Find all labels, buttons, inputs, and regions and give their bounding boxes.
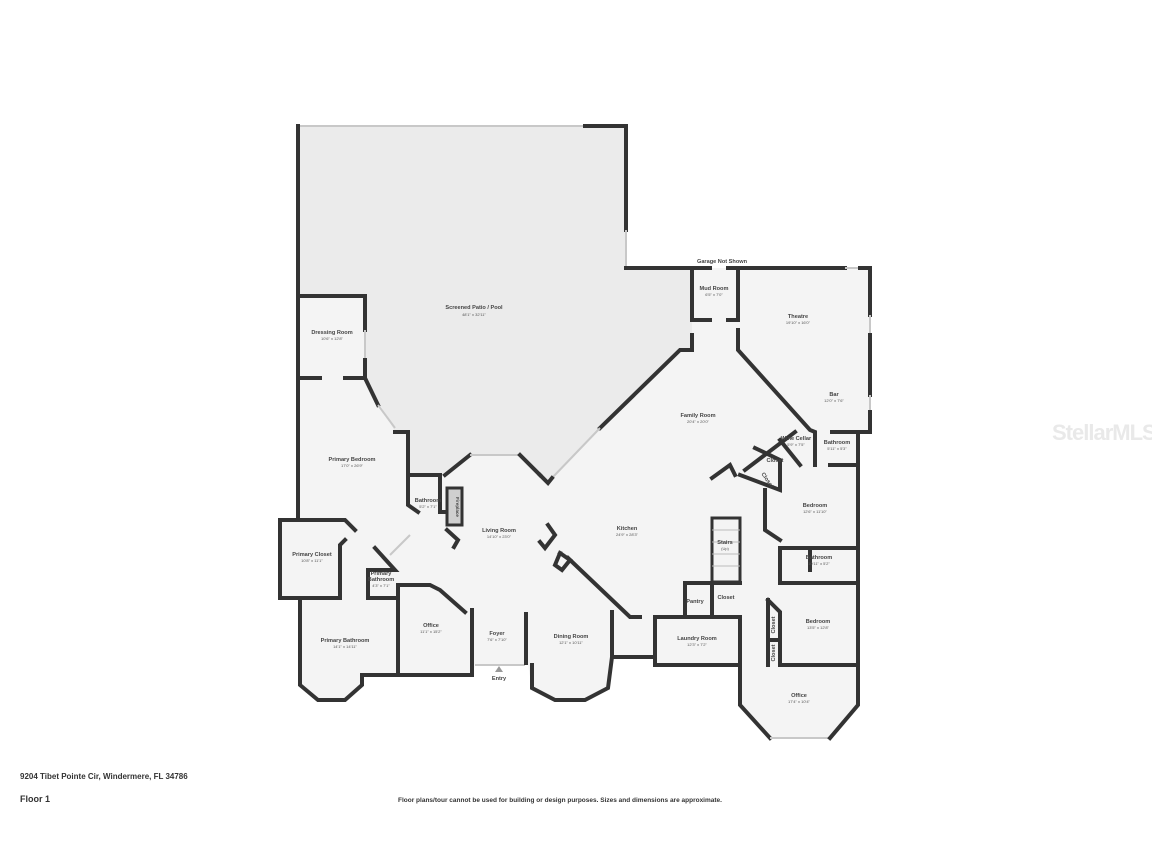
room-dims: 24'9" x 28'3" bbox=[616, 532, 639, 537]
room-dims: 20'4" x 20'0" bbox=[687, 419, 710, 424]
room-name: Bathroom bbox=[368, 577, 394, 583]
disclaimer: Floor plans/tour cannot be used for buil… bbox=[398, 797, 722, 804]
room-name: Wine Cellar bbox=[781, 436, 812, 442]
room-name: Bedroom bbox=[803, 503, 828, 509]
room-dims: 12'6" x 11'10" bbox=[803, 509, 827, 514]
room-dims: 14'10" x 23'0" bbox=[487, 534, 512, 539]
walls bbox=[278, 124, 872, 741]
room-name: Office bbox=[423, 623, 439, 629]
room-dims: 10'8" x 11'1" bbox=[301, 558, 323, 563]
room-dims: (Up) bbox=[721, 546, 729, 551]
interior-area bbox=[280, 268, 870, 738]
room-name: Pantry bbox=[686, 599, 704, 605]
room-name: Bathroom bbox=[824, 440, 850, 446]
room-name: Screened Patio / Pool bbox=[445, 305, 503, 311]
room-name: Bathroom bbox=[415, 498, 441, 504]
room-dims: 6'5" x 7'0" bbox=[705, 292, 723, 297]
room-dims: 17'0" x 26'9" bbox=[341, 463, 364, 468]
room-name: Kitchen bbox=[617, 526, 638, 532]
room-dims: 17'4" x 10'4" bbox=[788, 699, 811, 704]
room-dims: 13'5" x 12'8" bbox=[807, 625, 830, 630]
room-name: Theatre bbox=[788, 314, 808, 320]
foyer-column bbox=[524, 612, 528, 665]
property-address: 9204 Tibet Pointe Cir, Windermere, FL 34… bbox=[20, 772, 188, 781]
room-name: Bar bbox=[829, 392, 839, 398]
room-dims: 5'9" x 7'5" bbox=[787, 442, 805, 447]
room-dims: 48'1" x 32'11" bbox=[462, 312, 486, 317]
room-name: Laundry Room bbox=[677, 636, 716, 642]
room-dims: 11'1" x 15'2" bbox=[420, 629, 442, 634]
room-name: Dressing Room bbox=[311, 330, 352, 336]
room-name: Primary Bathroom bbox=[321, 638, 370, 644]
entry-label: Entry bbox=[492, 676, 507, 682]
room-dims: 12'0" x 7'6" bbox=[824, 398, 844, 403]
room-name: Bedroom bbox=[806, 619, 831, 625]
entry-arrow-icon bbox=[495, 666, 503, 672]
room-name: Closet bbox=[771, 616, 777, 633]
room-dims: 12'1" x 10'11" bbox=[559, 640, 583, 645]
room-name: Closet bbox=[771, 644, 777, 661]
fireplace-box bbox=[445, 486, 464, 527]
room-name: Living Room bbox=[482, 528, 516, 534]
room-dims: 19'10" x 16'0" bbox=[786, 320, 811, 325]
room-name: Closet bbox=[766, 458, 783, 464]
floor-label: Floor 1 bbox=[20, 794, 51, 804]
room-name: Primary bbox=[371, 571, 393, 577]
room-dims: 10'6" x 12'8" bbox=[321, 336, 344, 341]
garage-note: Garage Not Shown bbox=[697, 259, 748, 265]
room-name: Office bbox=[791, 693, 807, 699]
room-name: Primary Closet bbox=[292, 552, 332, 558]
room-name: Family Room bbox=[680, 413, 715, 419]
room-dims: 5'2" x 7'1" bbox=[419, 504, 437, 509]
room-name: Mud Room bbox=[700, 286, 729, 292]
room-dims: 12'3" x 7'2" bbox=[687, 642, 707, 647]
room-name: Dining Room bbox=[554, 634, 589, 640]
room-name: Closet bbox=[717, 595, 734, 601]
room-dims: 7'6" x 7'10" bbox=[487, 637, 507, 642]
room-dims: 4'3" x 7'1" bbox=[372, 583, 390, 588]
room-name: Fireplace bbox=[455, 497, 460, 517]
room-dims: 10'11" x 5'2" bbox=[808, 561, 830, 566]
room-name: Foyer bbox=[489, 631, 505, 637]
room-name: Stairs bbox=[717, 540, 733, 546]
patio-area bbox=[298, 126, 692, 482]
room-dims: 5'11" x 5'3" bbox=[827, 446, 847, 451]
room-name: Primary Bedroom bbox=[329, 457, 376, 463]
watermark-logo: StellarMLS bbox=[1052, 420, 1152, 445]
room-dims: 14'1" x 14'11" bbox=[333, 644, 357, 649]
room-name: Bathroom bbox=[806, 555, 832, 561]
